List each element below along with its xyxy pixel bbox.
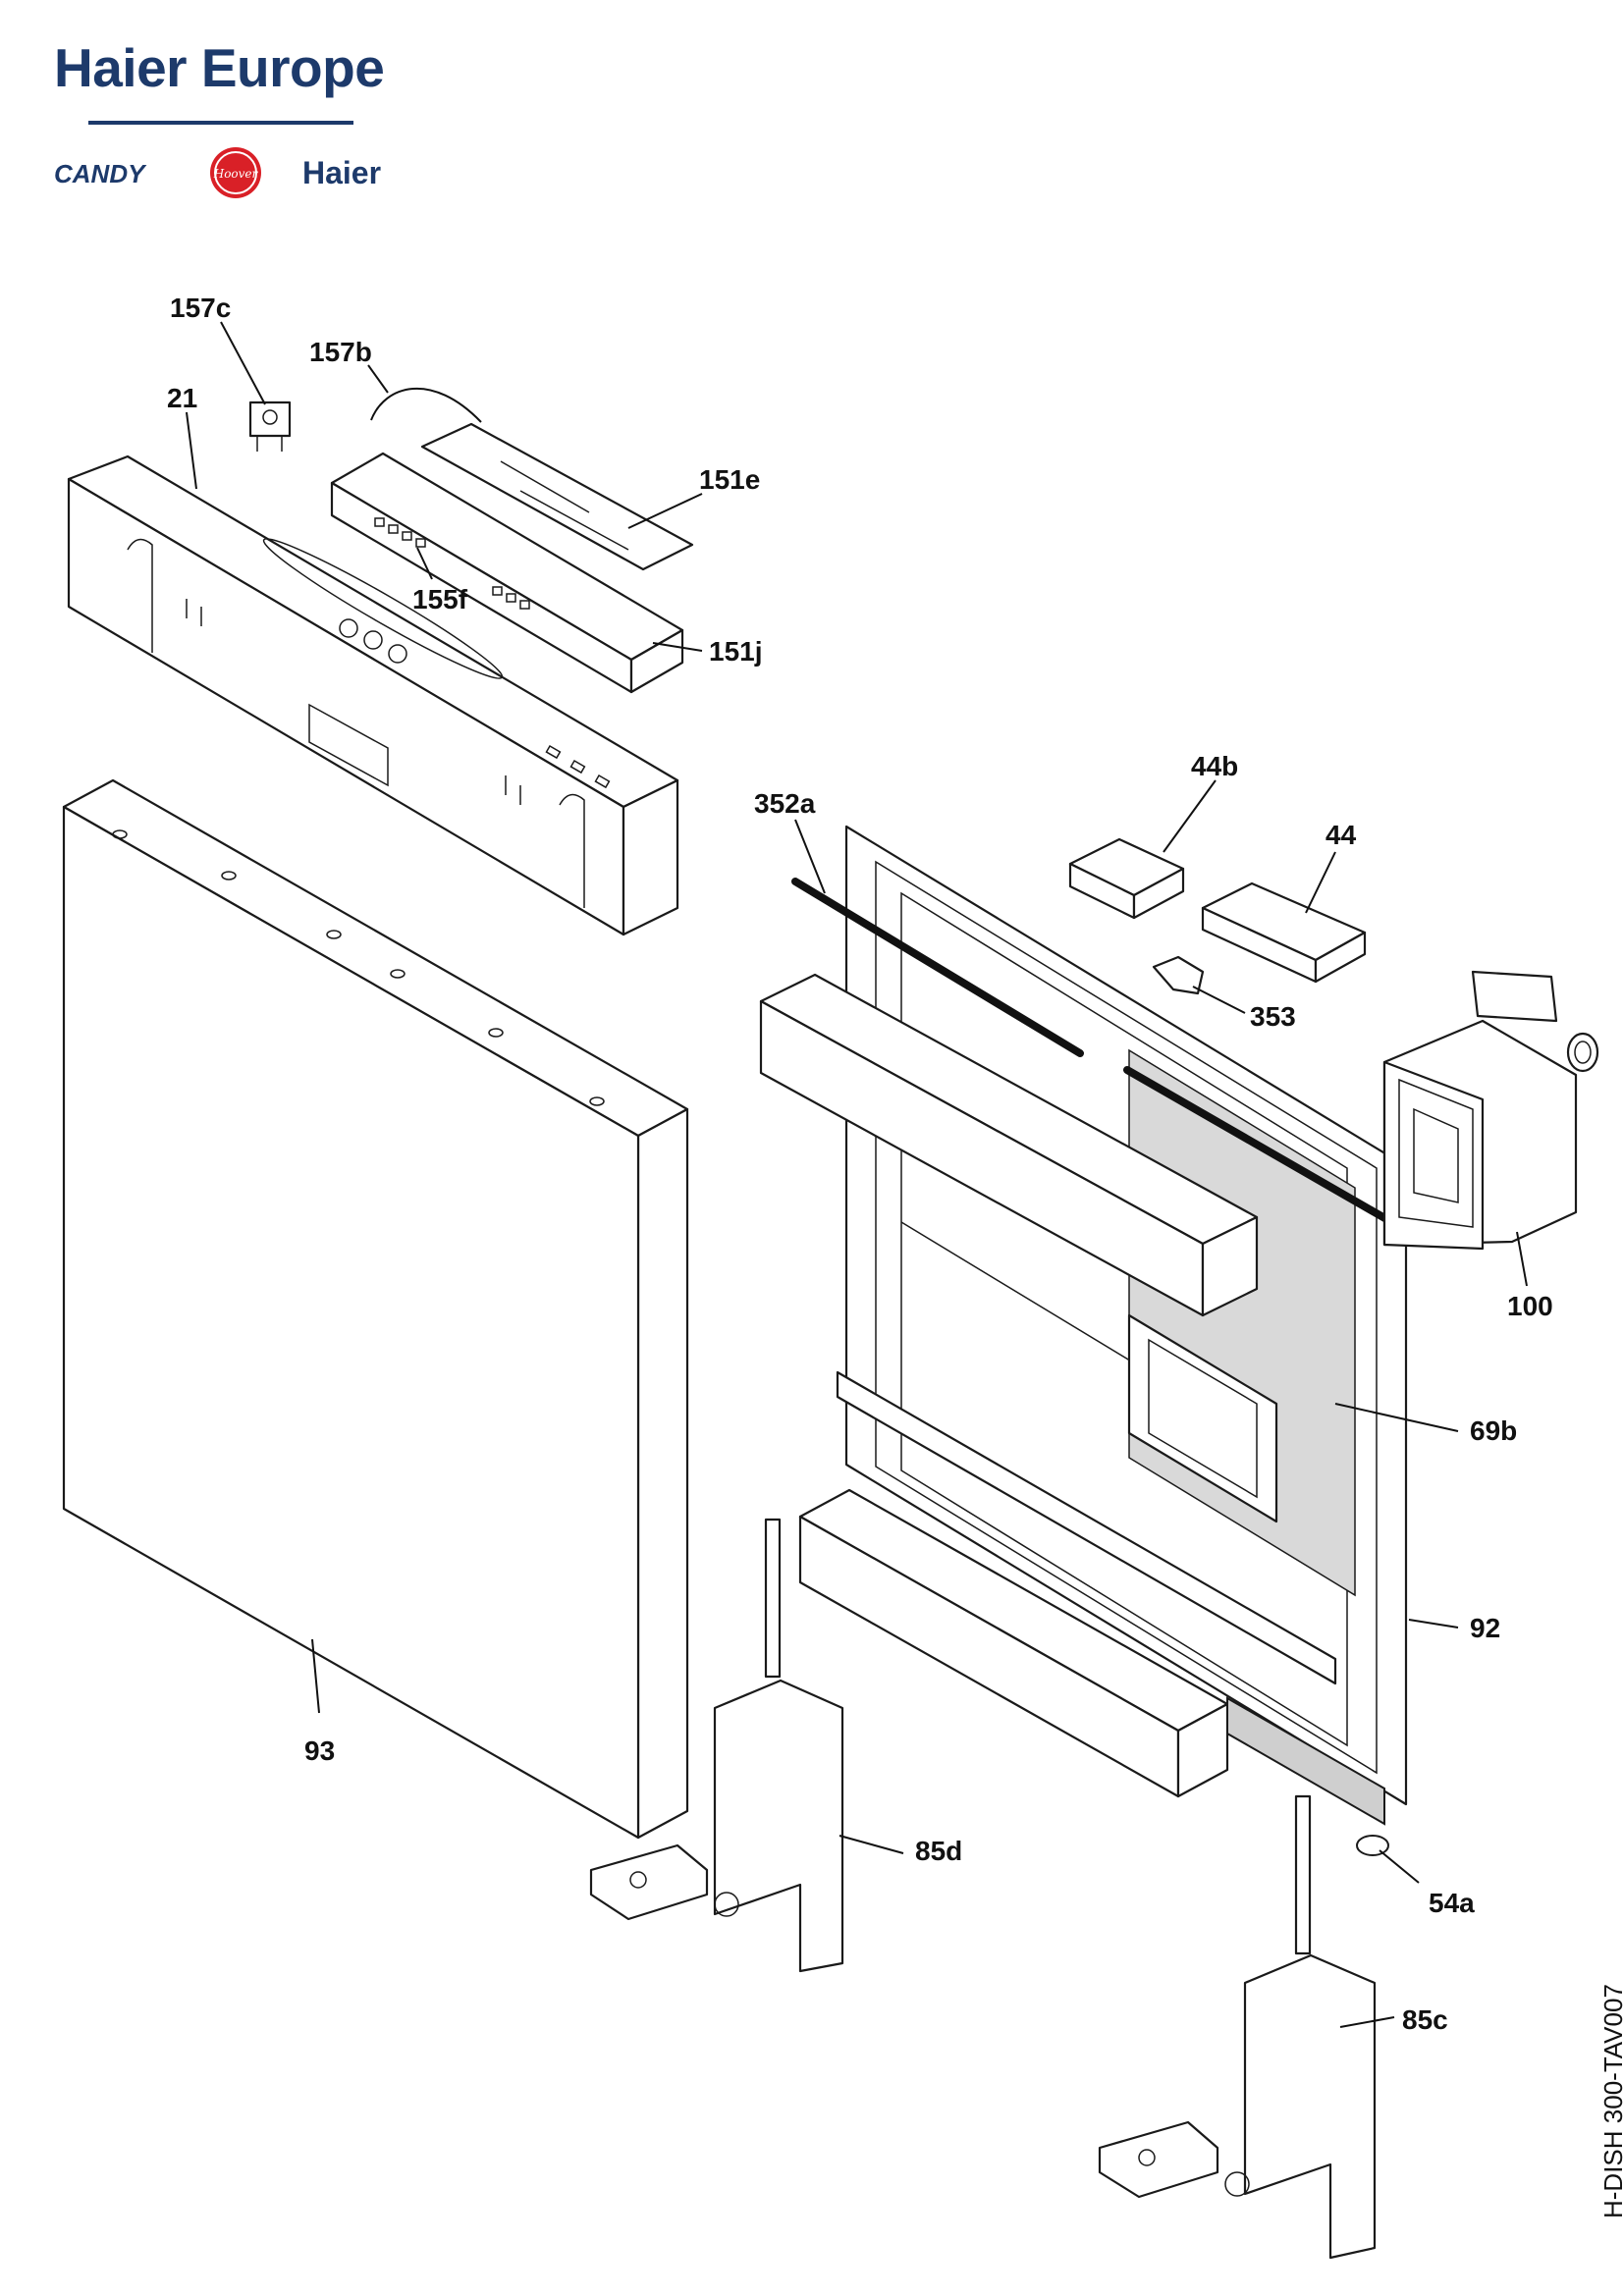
- callout-157b: 157b: [309, 337, 372, 367]
- part-93-door-panel: [62, 778, 689, 1840]
- part-85c-hinge-right: [1098, 1794, 1377, 2260]
- part-352a-seal-strip-lower: [1123, 1066, 1418, 1239]
- insulation-block-top: [759, 973, 1259, 1317]
- callout-85c: 85c: [1402, 2004, 1448, 2035]
- callout-44b: 44b: [1191, 751, 1238, 781]
- callout-157c: 157c: [170, 293, 231, 323]
- part-21-control-panel: [67, 454, 679, 936]
- callout-85d: 85d: [915, 1836, 962, 1866]
- document-code: H-DISH 300-TAV007: [1598, 1984, 1623, 2218]
- part-100-dispenser: [1382, 970, 1599, 1251]
- part-157c-connector: [248, 400, 292, 452]
- brand-title: Haier Europe: [54, 37, 385, 98]
- callout-353: 353: [1250, 1001, 1296, 1032]
- part-44-door-lock: [1201, 881, 1367, 984]
- hoover-logo-text: Hoover: [213, 167, 259, 181]
- insulation-block-bottom: [798, 1488, 1229, 1798]
- callout-44: 44: [1325, 820, 1357, 850]
- part-85d-hinge-left: [589, 1518, 844, 1973]
- callout-100: 100: [1507, 1291, 1553, 1321]
- part-353-latch: [1152, 955, 1205, 995]
- callout-21: 21: [167, 383, 197, 413]
- leader-lines: [186, 321, 1528, 2028]
- part-352a-seal-strip-upper: [791, 878, 1084, 1057]
- callout-352a: 352a: [754, 788, 816, 819]
- callout-151e: 151e: [699, 464, 760, 495]
- brand-divider: [88, 121, 353, 125]
- callout-155f: 155f: [412, 584, 468, 614]
- part-151e-board-cover: [420, 422, 694, 571]
- brand-logos: CANDY Hoover Haier: [54, 145, 407, 204]
- part-54a-seal-end: [1356, 1835, 1389, 1856]
- hoover-logo: Hoover: [210, 147, 261, 198]
- part-54a-bottom-seal: [1226, 1696, 1385, 1826]
- part-44b-door-switch: [1068, 837, 1185, 920]
- callout-69b: 69b: [1470, 1415, 1517, 1446]
- callout-92: 92: [1470, 1613, 1500, 1643]
- dispenser-cutout: [1127, 1313, 1278, 1523]
- haier-logo: Haier: [302, 155, 382, 190]
- callout-151j: 151j: [709, 636, 763, 667]
- callout-93: 93: [304, 1735, 335, 1766]
- part-157b-flat-cable: [370, 387, 482, 423]
- callout-54a: 54a: [1429, 1888, 1475, 1918]
- candy-logo: CANDY: [54, 159, 145, 188]
- dispenser-cutout-inner: [1148, 1338, 1258, 1499]
